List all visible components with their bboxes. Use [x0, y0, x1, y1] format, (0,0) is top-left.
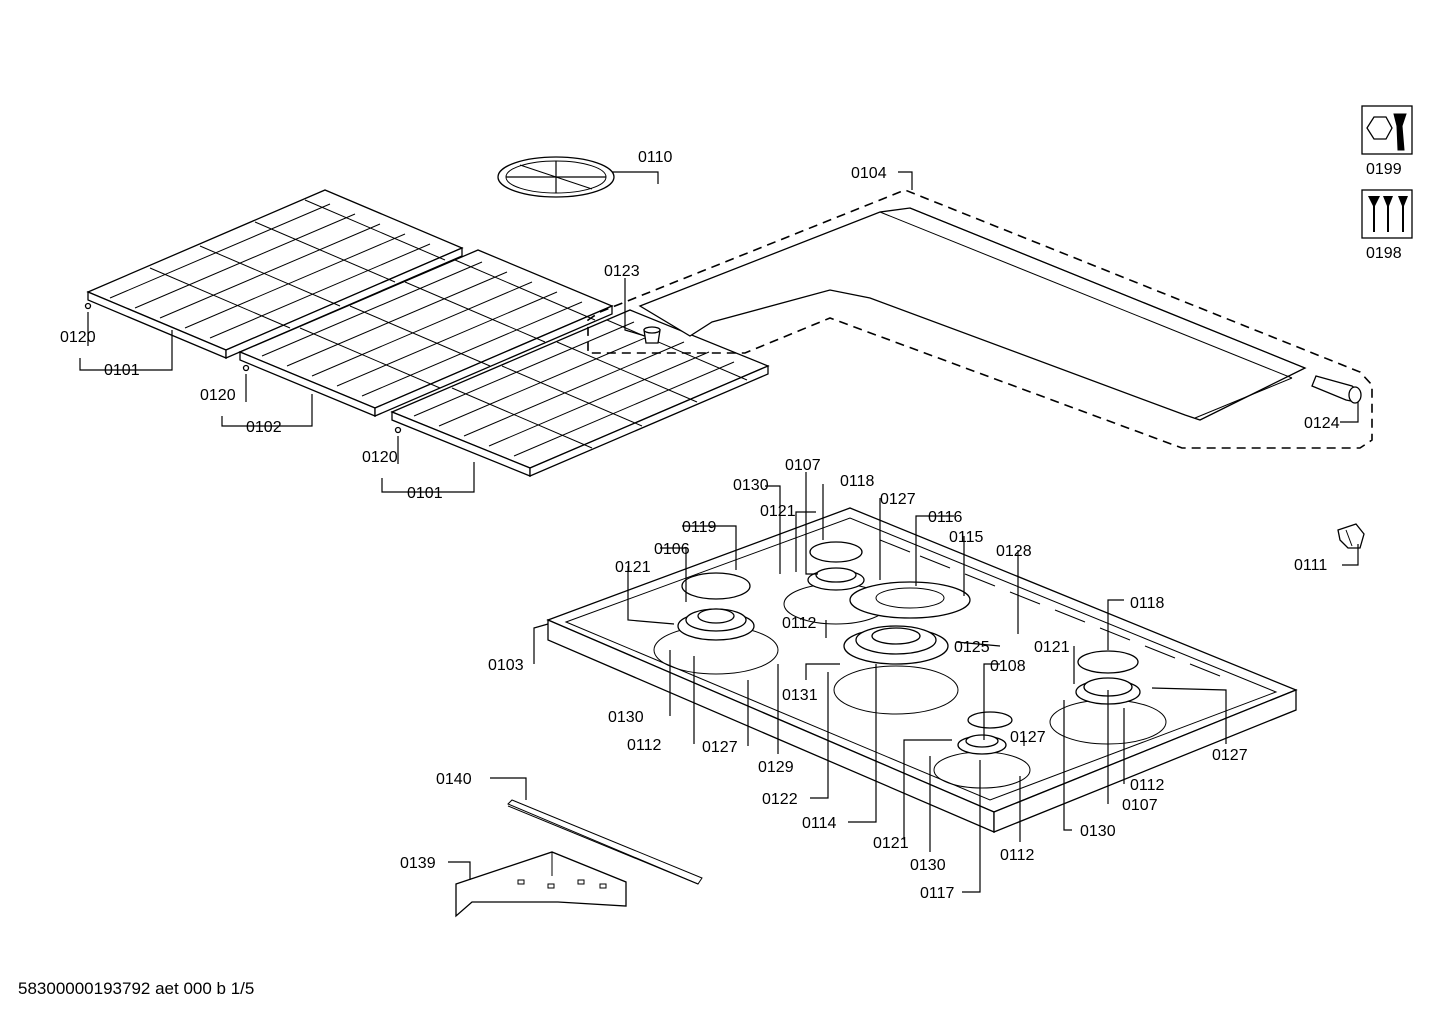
label-0121: 0121 — [873, 835, 909, 852]
tool-code-0198: 0198 — [1366, 245, 1402, 262]
grate-foot-0120[interactable] — [84, 302, 92, 310]
burner-front-0117[interactable] — [933, 711, 1031, 789]
label-0130: 0130 — [733, 477, 769, 494]
bracket-0139[interactable] — [455, 851, 627, 918]
grate-foot-0120[interactable] — [242, 364, 250, 372]
label-0111: 0111 — [1294, 557, 1327, 574]
label-0128: 0128 — [996, 543, 1032, 560]
label-0125: 0125 — [954, 639, 990, 656]
label-0127: 0127 — [1010, 729, 1046, 746]
grate-foot-0120[interactable] — [394, 426, 402, 434]
label-0116: 0116 — [928, 509, 963, 526]
label-0129: 0129 — [758, 759, 794, 776]
label-0112: 0112 — [627, 737, 662, 754]
label-0123: 0123 — [604, 263, 640, 280]
label-0112: 0112 — [782, 615, 817, 632]
label-0115: 0115 — [949, 529, 984, 546]
clip-0111[interactable] — [1337, 523, 1365, 549]
label-0108: 0108 — [990, 658, 1026, 675]
label-0104: 0104 — [851, 165, 887, 182]
wok-ring-0110[interactable] — [497, 156, 615, 198]
grate-0101-left[interactable] — [86, 189, 464, 359]
label-0127: 0127 — [702, 739, 738, 756]
knob-spindle-0124[interactable] — [1311, 375, 1362, 404]
label-0122: 0122 — [762, 791, 798, 808]
label-0130: 0130 — [1080, 823, 1116, 840]
label-0112: 0112 — [1130, 777, 1165, 794]
label-0130: 0130 — [608, 709, 644, 726]
label-0117: 0117 — [920, 885, 955, 902]
label-0127: 0127 — [1212, 747, 1248, 764]
label-0110: 0110 — [638, 149, 673, 166]
label-0130: 0130 — [910, 857, 946, 874]
label-0107: 0107 — [1122, 797, 1158, 814]
document-footer: 58300000193792 aet 000 b 1/5 — [18, 979, 255, 998]
label-0140: 0140 — [436, 771, 472, 788]
label-0106: 0106 — [654, 541, 690, 558]
label-0103: 0103 — [488, 657, 524, 674]
grate-0101-right[interactable] — [390, 309, 770, 477]
label-0131: 0131 — [782, 687, 818, 704]
label-0127: 0127 — [880, 491, 916, 508]
label-0101: 0101 — [407, 485, 443, 502]
burner-left-0106[interactable] — [653, 572, 779, 675]
burner-wok-0114[interactable] — [833, 581, 971, 715]
label-0120: 0120 — [362, 449, 398, 466]
label-0121: 0121 — [615, 559, 651, 576]
label-0121: 0121 — [1034, 639, 1070, 656]
label-0112: 0112 — [1000, 847, 1035, 864]
label-0102: 0102 — [246, 419, 282, 436]
label-0101: 0101 — [104, 362, 140, 379]
label-0114: 0114 — [802, 815, 837, 832]
tool-code-0199: 0199 — [1366, 161, 1402, 178]
label-0118: 0118 — [1130, 595, 1165, 612]
leader-lines — [79, 171, 1359, 893]
dashed-boundary-0104 — [587, 189, 1373, 449]
burner-back-0107[interactable] — [783, 541, 889, 625]
label-0120: 0120 — [60, 329, 96, 346]
grate-0102-middle[interactable] — [238, 249, 614, 417]
trim-bar-0140[interactable] — [507, 799, 703, 885]
label-0139: 0139 — [400, 855, 436, 872]
knob-cap-0123[interactable] — [643, 326, 661, 344]
label-0107: 0107 — [785, 457, 821, 474]
wrench-nut-icon — [1361, 105, 1413, 155]
label-0121: 0121 — [760, 503, 796, 520]
label-0119: 0119 — [682, 519, 717, 536]
control-panel-0104[interactable] — [638, 207, 1307, 421]
label-0124: 0124 — [1304, 415, 1340, 432]
label-0120: 0120 — [200, 387, 236, 404]
screws-icon — [1361, 189, 1413, 239]
label-0118: 0118 — [840, 473, 875, 490]
